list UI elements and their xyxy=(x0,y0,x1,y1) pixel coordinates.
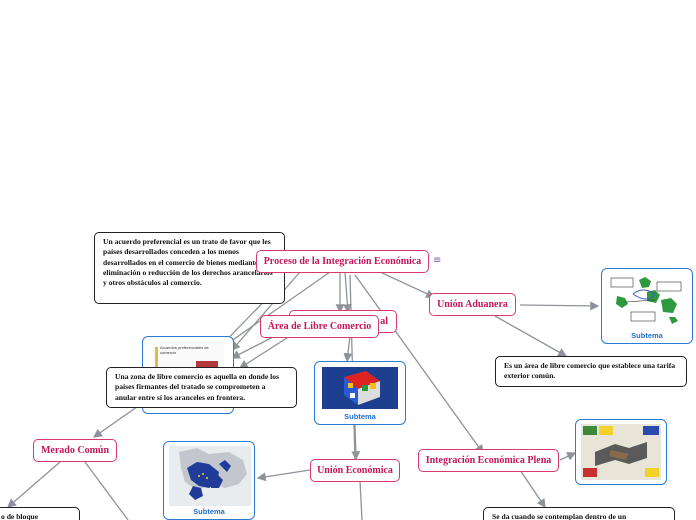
link-aduanera-image xyxy=(519,301,600,311)
image-card-union-economica[interactable]: Subtema xyxy=(163,441,255,520)
root-topic[interactable]: Proceso de la Integración Económica xyxy=(256,250,429,273)
topic-label: Unión Económica xyxy=(317,465,393,476)
note-text: Es un área de libre comercio que estable… xyxy=(504,361,676,381)
europe-map-image xyxy=(169,446,251,506)
link-libre-note xyxy=(238,335,291,369)
topic-libre-comercio[interactable]: Área de Libre Comercio xyxy=(260,315,379,338)
image-caption: Subtema xyxy=(344,412,376,421)
link-plena-image xyxy=(559,452,577,461)
link-root-plena xyxy=(354,274,484,455)
topic-label: Área de Libre Comercio xyxy=(267,321,372,332)
note-integracion-plena: Se da cuando se contemplan dentro de un xyxy=(483,507,675,520)
note-libre-comercio: Una zona de libre comercio es aquella en… xyxy=(106,367,297,408)
topic-label: Integración Económica Plena xyxy=(425,455,552,466)
image-card-aduanera[interactable]: Subtema xyxy=(601,268,693,344)
note-text: o de bloque xyxy=(1,512,39,520)
link-mercado-down xyxy=(84,461,129,520)
note-acuerdo-preferencial: Un acuerdo preferencial es un trato de f… xyxy=(94,232,285,304)
link-libre-subtema xyxy=(343,335,353,363)
note-text: Un acuerdo preferencial es un trato de f… xyxy=(103,237,273,288)
link-libre-image xyxy=(230,335,276,359)
topic-union-economica[interactable]: Unión Económica xyxy=(310,459,400,482)
link-economica-down xyxy=(359,480,363,520)
note-text: Una zona de libre comercio es aquella en… xyxy=(115,372,280,402)
image-caption: Subtema xyxy=(193,507,225,516)
flags-cube-image xyxy=(322,367,398,409)
image-card-libre-comercio[interactable]: Subtema xyxy=(314,361,406,425)
link-aduanera-note xyxy=(494,315,568,357)
aduanera-map-image xyxy=(610,277,682,324)
topic-mercado-comun[interactable]: Merado Común xyxy=(33,439,117,462)
link-economica-image xyxy=(256,469,311,482)
image-card-integracion-plena[interactable] xyxy=(575,419,667,485)
topic-label: al xyxy=(380,316,388,327)
image-caption: Subtema xyxy=(631,331,663,340)
note-mercado-comun: o de bloque xyxy=(0,507,80,520)
link-subtema-economica xyxy=(351,424,361,461)
topic-union-aduanera[interactable]: Unión Aduanera xyxy=(429,293,516,316)
topic-integracion-plena[interactable]: Integración Económica Plena xyxy=(418,449,559,472)
doc-title: Acuerdos preferenciales de comercio xyxy=(160,345,209,355)
note-text: Se da cuando se contemplan dentro de un xyxy=(492,512,627,520)
root-topic-label: Proceso de la Integración Económica xyxy=(263,256,422,267)
handshake-flags-image xyxy=(581,424,661,480)
menu-icon[interactable]: ≡ xyxy=(433,255,442,266)
topic-label: Merado Común xyxy=(40,445,110,456)
link-root-libre-comercio xyxy=(342,271,352,314)
note-union-aduanera: Es un área de libre comercio que estable… xyxy=(495,356,687,387)
link-pref-image xyxy=(231,271,301,351)
topic-label: Unión Aduanera xyxy=(437,299,508,310)
link-root-aduanera xyxy=(379,271,436,298)
link-mercado-note xyxy=(7,461,61,508)
link-plena-note xyxy=(519,469,546,509)
